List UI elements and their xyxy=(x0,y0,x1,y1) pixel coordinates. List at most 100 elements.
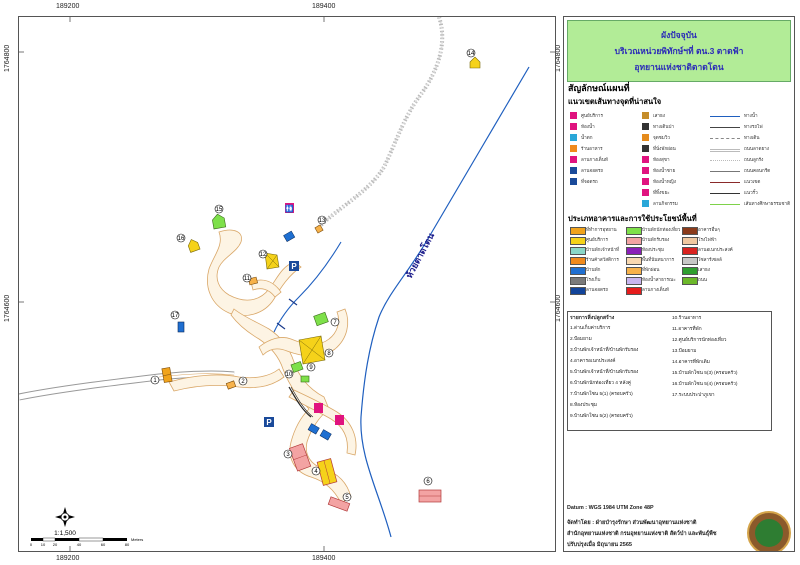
structure-item-l-5: 6.บ้านพักนักท่องเที่ยว 4 หลังคู่ xyxy=(570,381,631,386)
building-7 xyxy=(313,311,329,327)
zone-swatch xyxy=(682,277,698,285)
parking-icon-a: P xyxy=(289,261,299,271)
structure-item-r-6: 16.บ้านพักโซน 5(4) (ครอบครัว) xyxy=(672,382,738,387)
zone-swatch xyxy=(570,237,586,245)
building-6 xyxy=(418,489,442,503)
parking-icon xyxy=(570,167,577,174)
zone-swatch xyxy=(626,277,642,285)
svg-text:3: 3 xyxy=(286,452,290,458)
toilet-icon xyxy=(570,112,577,119)
building-15 xyxy=(212,213,227,230)
grid-x-label-bottom-2: 189400 xyxy=(312,555,336,562)
zone-swatch xyxy=(682,237,698,245)
structure-item-r-3: 13.ป้อมยาม xyxy=(672,349,697,354)
svg-text:11: 11 xyxy=(244,276,251,282)
toilet-icon-a: 🚻 xyxy=(285,203,294,213)
legend-col-lines: ทางน้ำทางรถไฟทางเดินถนนลาดยางถนนลูกรังถน… xyxy=(710,112,794,212)
zone-label: ลานกางเต็นท์ xyxy=(642,287,669,292)
legend-label: เสาธง xyxy=(653,113,666,118)
stream-label: ห้วยตาดโตน xyxy=(403,230,437,280)
structure-item-r-7: 17.ระบบประปาภูเขา xyxy=(672,393,715,398)
legend-label: ถนนลาดยาง xyxy=(744,146,769,151)
legend-label: ทางรถไฟ xyxy=(744,124,763,129)
department-logo-icon xyxy=(747,511,791,551)
north-arrow-icon xyxy=(55,507,75,527)
svg-text:20: 20 xyxy=(53,542,58,547)
food-icon xyxy=(570,145,577,152)
structure-item-l-2: 3.บ้านพักเจ้าหน้าที่/บ้านพักรับรอง xyxy=(570,348,639,353)
parking-icon-b: P xyxy=(264,417,274,427)
legend-label: ห้องสุขา xyxy=(653,157,670,162)
legend-label: ห้องน้ำ xyxy=(581,124,595,129)
zone-label: บ้านพักนักท่องเที่ยว xyxy=(642,227,681,232)
legend-line-swatch xyxy=(710,127,740,128)
scale-text: 1:1,500 xyxy=(54,530,76,537)
blue-building-c xyxy=(319,429,332,441)
zone-label: ที่ทำการอุทยาน xyxy=(586,227,617,232)
svg-text:60: 60 xyxy=(101,542,106,547)
zone-label: บ้านพักเจ้าหน้าที่ xyxy=(586,247,620,252)
toilet-icon-c xyxy=(335,415,344,425)
zone-swatch xyxy=(682,257,698,265)
legend-label: แนวรั้ว xyxy=(744,190,758,195)
svg-text:40: 40 xyxy=(77,542,82,547)
svg-text:12: 12 xyxy=(260,252,267,258)
zone-swatch xyxy=(570,247,586,255)
legend-col-amenities: เสาธงทางเดินป่าจุดชมวิวที่นั่งพักผ่อนห้อ… xyxy=(642,112,710,212)
legend-label: ห้องน้ำหญิง xyxy=(653,179,676,184)
grid-x-label-top-2: 189400 xyxy=(312,3,336,10)
svg-text:15: 15 xyxy=(216,207,223,213)
structure-item-r-4: 14.อาคารที่พักเดิม xyxy=(672,360,710,365)
structure-table-title: รายการสิ่งปลูกสร้าง xyxy=(570,315,615,321)
zone-swatch xyxy=(570,267,586,275)
grid-x-label-top-1: 189200 xyxy=(56,3,80,10)
grid-x-label-bottom-1: 189200 xyxy=(56,555,80,562)
svg-text:0: 0 xyxy=(30,542,33,547)
grid-y-label-left-1: 1764800 xyxy=(4,44,11,72)
parking-icon xyxy=(570,178,577,185)
map-canvas[interactable]: 🚻 P P 1 2 3 4 5 6 7 8 9 10 11 12 13 14 1… xyxy=(18,16,556,552)
building-16 xyxy=(187,239,201,253)
legend-label: ที่ทิ้งขยะ xyxy=(653,190,670,195)
grid-y-label-left-2: 1764600 xyxy=(4,294,11,322)
legend-label: ทางเดินป่า xyxy=(653,124,675,129)
building-8 xyxy=(298,335,326,365)
legend-label: ที่นั่งพักผ่อน xyxy=(653,146,676,151)
structure-item-l-4: 5.บ้านพักเจ้าหน้าที่/บ้านพักรับรอง xyxy=(570,370,639,375)
legend-label: ศูนย์บริการ xyxy=(581,113,603,118)
svg-text:14: 14 xyxy=(468,51,475,57)
building-number-labels: 1 2 3 4 5 6 7 8 9 10 11 12 13 14 15 16 1… xyxy=(150,48,476,502)
toilet-icon xyxy=(642,178,649,185)
zone-label: ร้านค้าสวัสดิการ xyxy=(586,257,619,262)
structure-item-r-0: 10.ร้านอาหาร xyxy=(672,316,702,321)
legend-zone-grid: ที่ทำการอุทยานศูนย์บริการบ้านพักเจ้าหน้า… xyxy=(570,227,790,307)
svg-text:P: P xyxy=(266,418,272,427)
map-svg: 🚻 P P 1 2 3 4 5 6 7 8 9 10 11 12 13 14 1… xyxy=(19,17,555,551)
legend-label: ร้านอาหาร xyxy=(581,146,603,151)
svg-text:10: 10 xyxy=(286,372,293,378)
legend-line-swatch xyxy=(710,138,740,139)
legend-label: แนวเขต xyxy=(744,179,761,184)
legend-label: ถนนคอนกรีต xyxy=(744,168,771,173)
legend-label: เส้นทางศึกษาธรรมชาติ xyxy=(744,201,791,206)
bin-icon xyxy=(642,189,649,196)
zone-swatch xyxy=(626,247,642,255)
structure-item-l-7: 8.ห้องประชุม xyxy=(570,403,598,408)
legend-label: ลานกางเต็นท์ xyxy=(581,157,608,162)
svg-text:8: 8 xyxy=(327,351,331,357)
building-10 xyxy=(300,375,310,383)
title-line-1: ผังปัจจุบัน xyxy=(661,30,697,40)
svg-text:16: 16 xyxy=(178,236,185,242)
building-5 xyxy=(327,496,351,512)
svg-text:Meters: Meters xyxy=(131,537,143,542)
building-3 xyxy=(288,443,312,472)
legend-label: ลานจอดรถ xyxy=(581,168,604,173)
bench-icon xyxy=(642,145,649,152)
zone-label: บ้านพัก xyxy=(586,267,601,272)
legend-line-swatch xyxy=(710,149,740,152)
structure-item-r-1: 11.อาคารที่พัก xyxy=(672,327,702,332)
legend-label: ทางน้ำ xyxy=(744,113,758,118)
map-title-box: ผังปัจจุบัน บริเวณหน่วยพิทักษ์ฯที่ ตน.3 … xyxy=(567,20,791,82)
stream-line xyxy=(360,66,530,538)
